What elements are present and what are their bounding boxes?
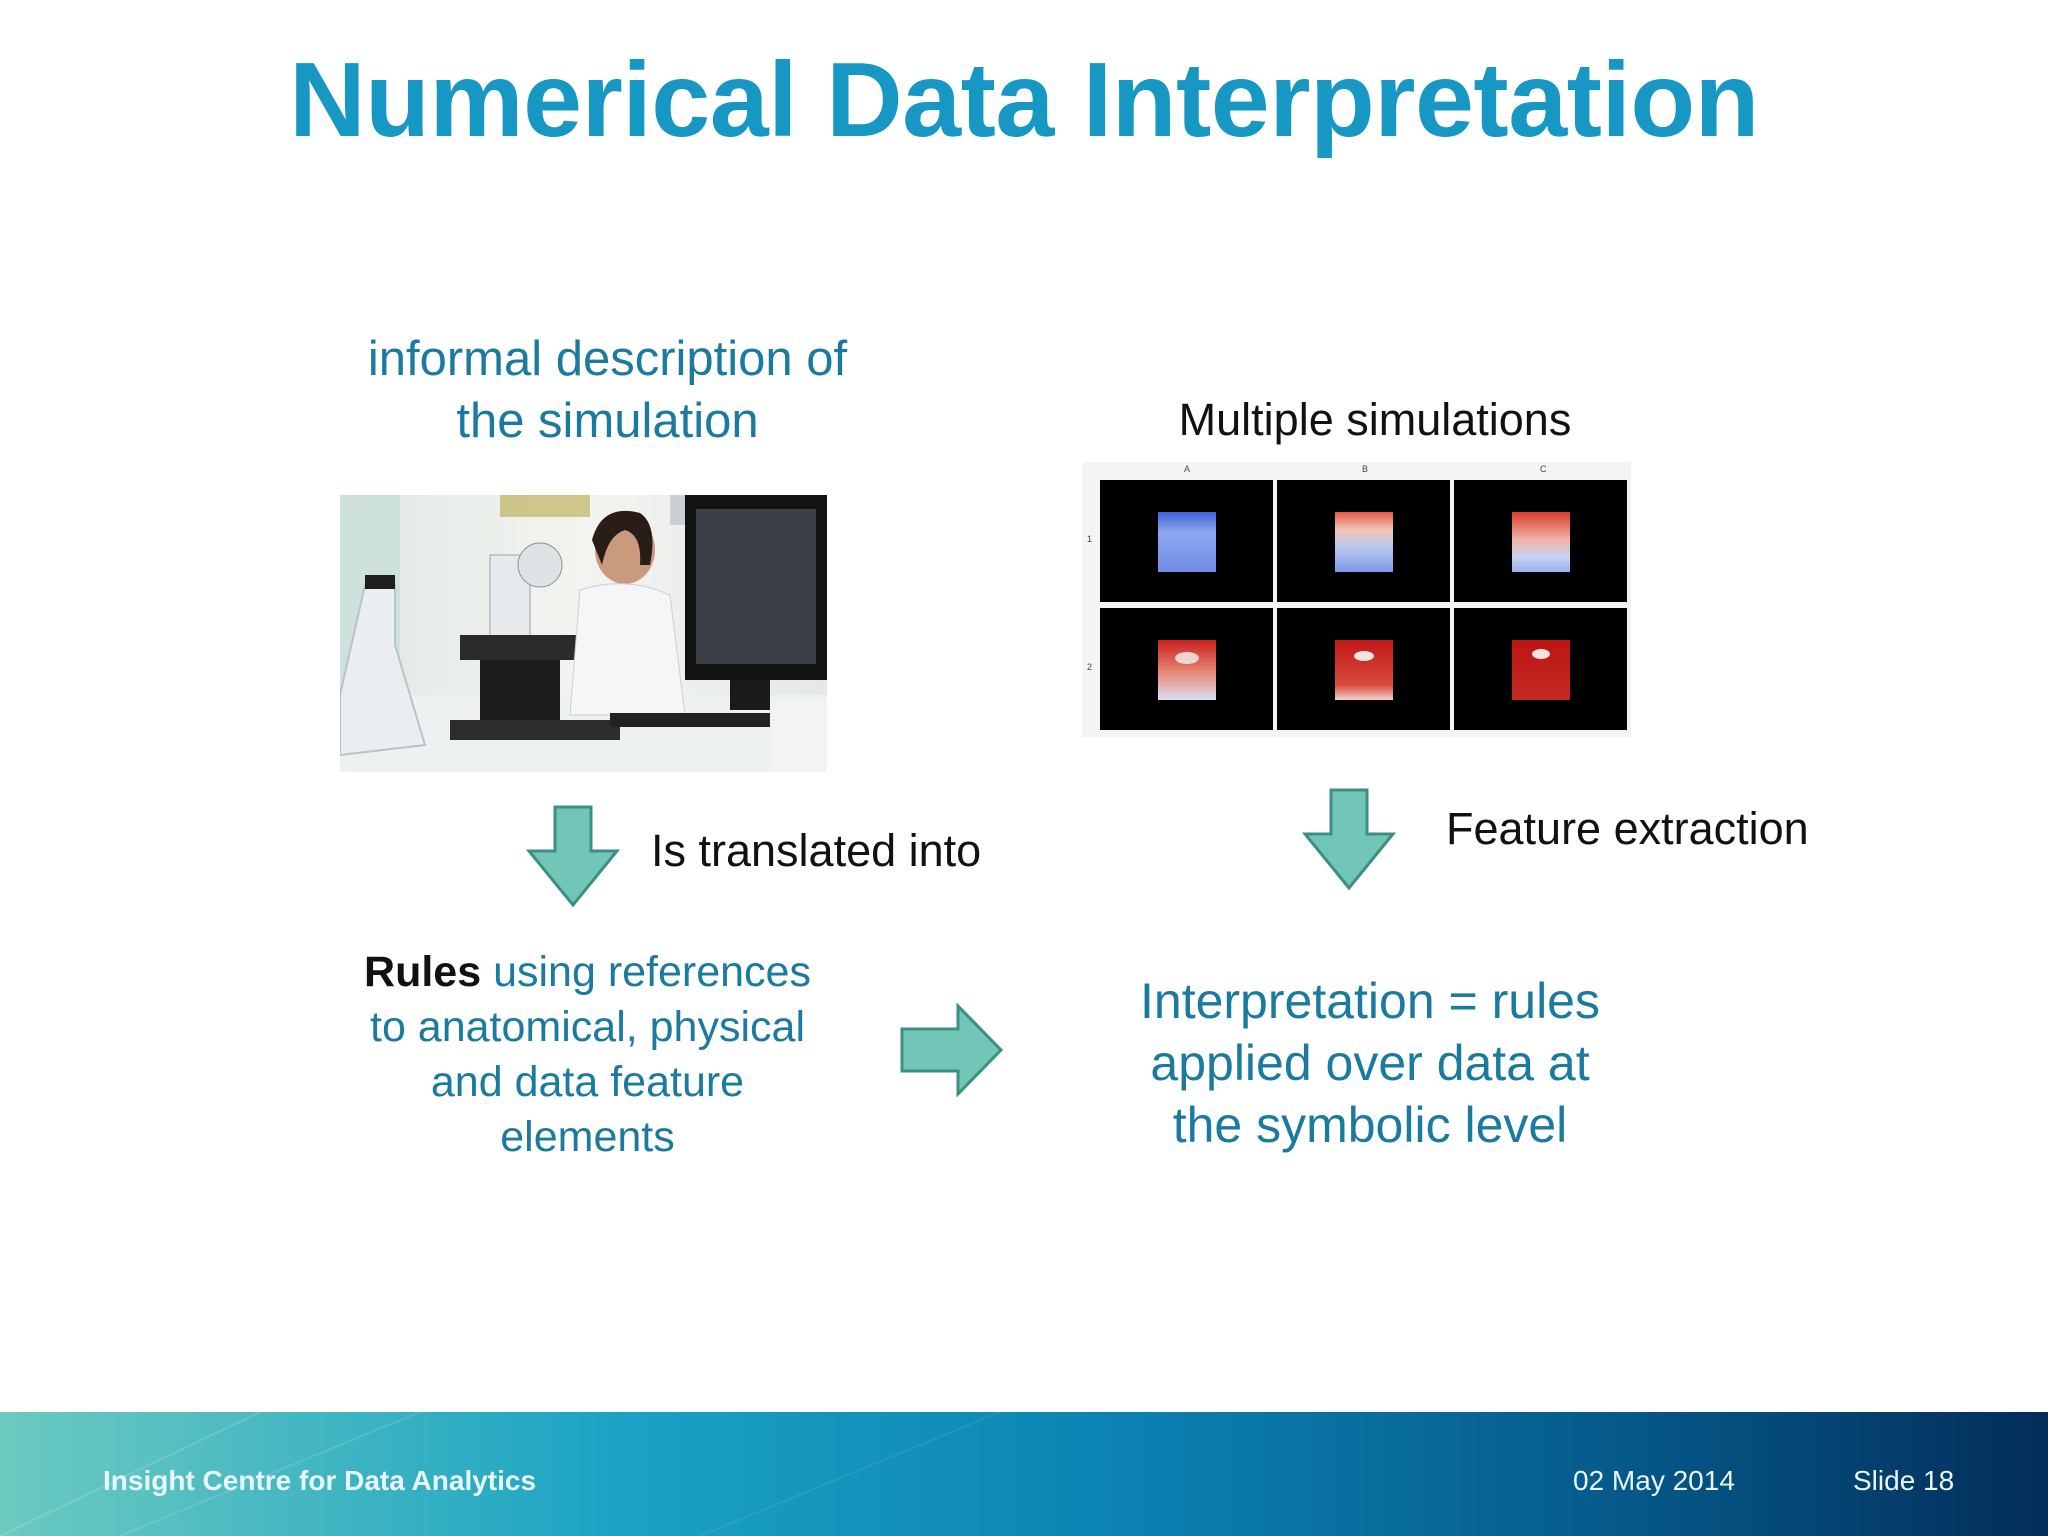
down-arrow-translated (525, 805, 621, 908)
rules-line3: and data feature (430, 1058, 745, 1106)
simulation-grid: A B C 1 2 (1082, 462, 1631, 737)
translated-label: Is translated into (651, 825, 982, 876)
grid-col-c: C (1540, 464, 1547, 474)
footer-decoration (0, 1412, 1001, 1536)
footer-bar (0, 1412, 2048, 1536)
interpretation-line1: Interpretation = rules (1140, 973, 1600, 1029)
interpretation-line2: applied over data at (1150, 1035, 1590, 1091)
rules-line4: elements (500, 1113, 675, 1161)
lab-scene-illustration (340, 495, 827, 772)
informal-description: informal description of the simulation (330, 328, 885, 452)
footer-organization: Insight Centre for Data Analytics (103, 1465, 537, 1496)
rules-text: Rules using references to anatomical, ph… (340, 945, 835, 1165)
right-arrow-to-interpretation (900, 1003, 1004, 1097)
rules-bold-word: Rules (364, 948, 482, 996)
informal-description-line2: the simulation (456, 394, 759, 448)
multiple-simulations-label: Multiple simulations (1178, 394, 1572, 445)
lab-scientist-photo (340, 495, 827, 772)
grid-col-a: A (1184, 464, 1190, 474)
slide-title: Numerical Data Interpretation (289, 41, 1759, 159)
down-arrow-feature (1301, 788, 1397, 891)
interpretation-text: Interpretation = rules applied over data… (1110, 970, 1630, 1156)
informal-description-line1: informal description of (367, 332, 848, 386)
footer-date: 02 May 2014 (1573, 1465, 1735, 1496)
grid-col-b: B (1362, 464, 1368, 474)
grid-row-2: 2 (1087, 662, 1092, 672)
interpretation-line3: the symbolic level (1172, 1097, 1568, 1153)
simulation-heatmaps: A B C 1 2 (1087, 464, 1627, 730)
rules-line1: Rules using references (340, 945, 835, 1000)
rules-line2: to anatomical, physical (370, 1003, 805, 1051)
feature-extraction-label: Feature extraction (1446, 803, 1809, 854)
rules-line1-rest: using references (481, 948, 811, 996)
grid-row-1: 1 (1087, 534, 1092, 544)
footer-slide-number: Slide 18 (1853, 1465, 1955, 1496)
